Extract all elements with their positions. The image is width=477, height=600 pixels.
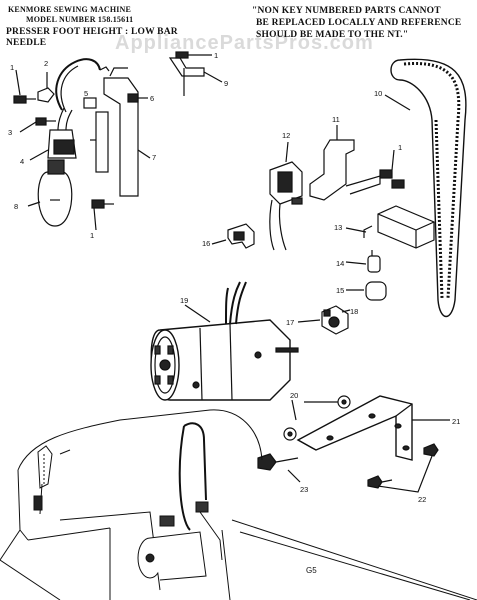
switch-assembly <box>269 125 405 251</box>
callout-7: 7 <box>152 153 156 162</box>
page-label: G5 <box>306 566 317 575</box>
callout-19: 19 <box>180 296 188 305</box>
note-line-3: SHOULD BE MADE TO THE NT." <box>256 30 409 40</box>
callout-1c: 1 <box>90 231 94 240</box>
callout-13: 13 <box>334 223 342 232</box>
callout-10: 10 <box>374 89 382 98</box>
callout-1a: 1 <box>10 63 14 72</box>
motor <box>150 281 299 401</box>
sewing-machine-outline <box>0 409 477 600</box>
callout-1b: 1 <box>214 51 218 60</box>
callout-15: 15 <box>336 286 344 295</box>
callout-3: 3 <box>8 128 12 137</box>
watermark-text: AppliancePartsPros.com <box>115 32 374 54</box>
callout-12: 12 <box>282 131 290 140</box>
callout-5: 5 <box>84 89 88 98</box>
callout-18: 18 <box>350 307 358 316</box>
brush-parts <box>345 250 387 301</box>
callout-20: 20 <box>290 391 298 400</box>
header-presser-line: PRESSER FOOT HEIGHT : LOW BAR <box>6 27 178 37</box>
lamp-assembly <box>13 51 223 231</box>
note-line-2: BE REPLACED LOCALLY AND REFERENCE <box>256 18 462 28</box>
callout-22: 22 <box>418 495 426 504</box>
callout-23: 23 <box>300 485 308 494</box>
motor-bracket <box>257 395 450 493</box>
callout-16: 16 <box>202 239 210 248</box>
header-machine-line: KENMORE SEWING MACHINE <box>8 5 132 14</box>
brush-holder <box>297 305 351 335</box>
note-line-1: "NON KEY NUMBERED PARTS CANNOT <box>252 6 441 16</box>
callout-9: 9 <box>224 79 228 88</box>
callout-1d: 1 <box>398 143 402 152</box>
callout-21: 21 <box>452 417 460 426</box>
callout-4: 4 <box>20 157 24 166</box>
callout-labels: 1 2 1 9 3 5 6 4 7 8 1 10 11 12 1 13 16 1… <box>8 51 460 504</box>
clip-part <box>211 223 255 249</box>
callout-2: 2 <box>44 59 48 68</box>
callout-14: 14 <box>336 259 344 268</box>
header-needle-line: NEEDLE <box>6 38 47 48</box>
capacitor-block <box>345 205 435 249</box>
callout-8: 8 <box>14 202 18 211</box>
callout-17: 17 <box>286 318 294 327</box>
callout-11: 11 <box>332 115 340 124</box>
callout-6: 6 <box>150 94 154 103</box>
drive-belt <box>384 58 467 318</box>
header-model-line: MODEL NUMBER 158.15611 <box>26 15 134 24</box>
